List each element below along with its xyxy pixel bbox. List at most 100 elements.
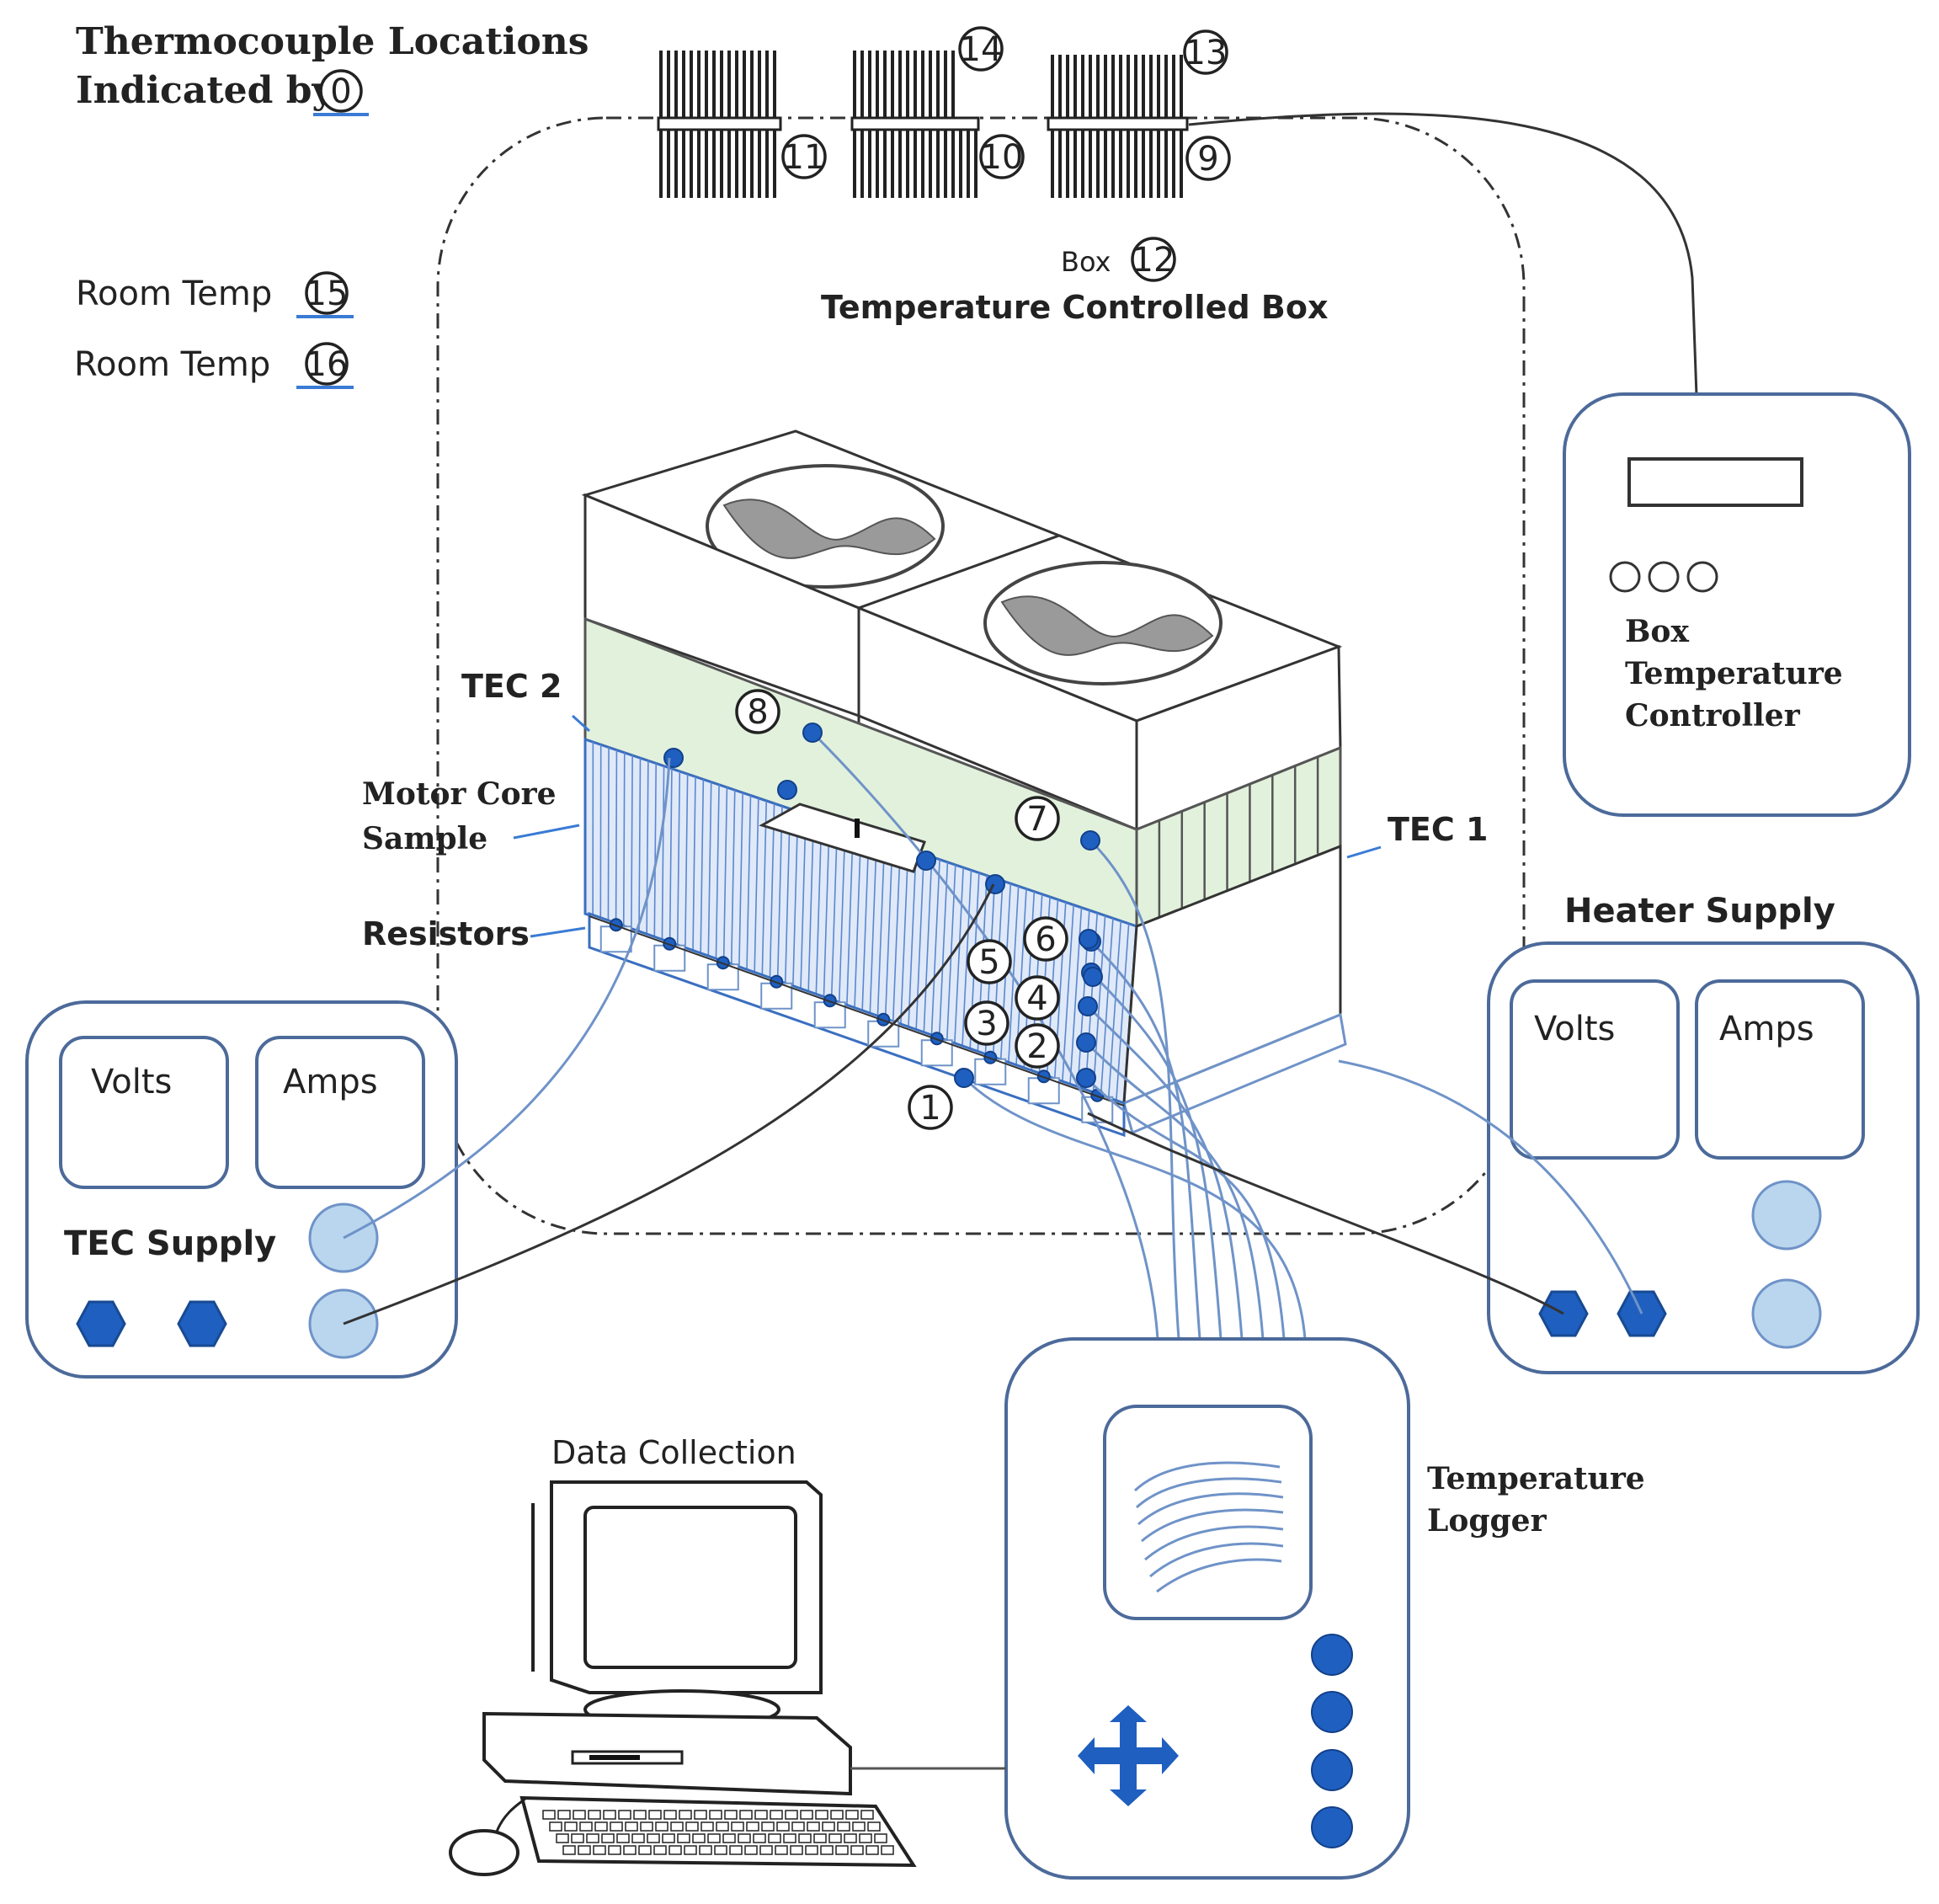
heater-knob-bottom[interactable] bbox=[1751, 1278, 1822, 1349]
tec-motor-assembly bbox=[581, 429, 1347, 1138]
keyboard-key bbox=[860, 1810, 874, 1820]
motor-core-arrow bbox=[513, 824, 580, 840]
temperature-controlled-box-outline bbox=[436, 116, 1526, 1235]
keyboard-key bbox=[601, 1833, 615, 1843]
keyboard-key bbox=[820, 1845, 834, 1855]
lamination-line bbox=[892, 845, 902, 1022]
controller-button[interactable] bbox=[1686, 561, 1718, 593]
logger-button[interactable] bbox=[1311, 1691, 1353, 1733]
lamination-line bbox=[754, 797, 759, 973]
tec-supply: Volts Amps TEC Supply bbox=[25, 1000, 458, 1379]
tec-fins bbox=[1158, 756, 1319, 918]
resistor-wire bbox=[589, 915, 1125, 1107]
mouse[interactable] bbox=[449, 1829, 519, 1876]
temperature-logger: Temperature Logger bbox=[1004, 1337, 1645, 1880]
resistors-label: Resistors bbox=[362, 915, 530, 952]
keyboard-key bbox=[822, 1821, 835, 1832]
logger-button[interactable] bbox=[1311, 1806, 1353, 1848]
heater-wire-2 bbox=[1338, 1059, 1643, 1315]
tc-circle-14 bbox=[958, 26, 1004, 72]
tc-circle-12 bbox=[1131, 237, 1176, 282]
logger-traces bbox=[1133, 1461, 1284, 1593]
keyboard-key bbox=[616, 1833, 630, 1843]
lamination-line bbox=[838, 827, 846, 1004]
keyboard-key bbox=[753, 1833, 766, 1843]
keyboard-key bbox=[844, 1833, 857, 1843]
logger-direction-pad-icon[interactable] bbox=[1078, 1705, 1179, 1806]
logger-button[interactable] bbox=[1311, 1634, 1353, 1676]
keyboard-key bbox=[562, 1845, 576, 1855]
keyboard-key bbox=[684, 1845, 697, 1855]
keyboard-key bbox=[564, 1821, 578, 1832]
heat-sink-plate bbox=[850, 116, 980, 131]
lamination-line bbox=[800, 813, 807, 990]
tc-label-1: 1 bbox=[919, 1089, 940, 1128]
heater-volts-label: Volts bbox=[1534, 1010, 1615, 1048]
tc-label-6: 6 bbox=[1035, 920, 1056, 959]
keyboard[interactable] bbox=[519, 1795, 917, 1868]
lamination-line bbox=[823, 822, 830, 998]
lamination-line bbox=[854, 832, 862, 1009]
resistor bbox=[813, 1001, 846, 1029]
heat-sink-plate bbox=[657, 116, 782, 131]
lamination-line bbox=[1008, 886, 1020, 1063]
room-temp-num: 15 bbox=[306, 275, 349, 313]
tc-label-14: 14 bbox=[960, 30, 1003, 69]
thermocouple-dot bbox=[1083, 967, 1103, 987]
thermocouple-wire bbox=[1084, 1041, 1265, 1340]
tc-label-5: 5 bbox=[978, 943, 999, 982]
controller-button[interactable] bbox=[1609, 561, 1641, 593]
lamination-line bbox=[923, 856, 933, 1033]
legend-marker-circle bbox=[319, 69, 363, 113]
thermocouple-wire bbox=[1089, 839, 1180, 1340]
keyboard-key bbox=[685, 1821, 699, 1832]
logger-button[interactable] bbox=[1311, 1749, 1353, 1791]
tec-terminal[interactable] bbox=[177, 1300, 227, 1347]
controller-label-3: Controller bbox=[1625, 698, 1801, 733]
keyboard-key bbox=[852, 1821, 866, 1832]
controller-button[interactable] bbox=[1648, 561, 1680, 593]
keyboard-key bbox=[669, 1845, 682, 1855]
thermocouple-dots bbox=[663, 723, 1103, 1088]
mouse-cable bbox=[495, 1796, 528, 1832]
lamination-line bbox=[1092, 915, 1106, 1093]
lamination-line bbox=[707, 781, 712, 957]
keyboard-key bbox=[835, 1845, 849, 1855]
computer-label: Data Collection bbox=[551, 1434, 796, 1471]
room-temp-15: Room Temp 15 bbox=[76, 271, 354, 318]
lamination-line bbox=[1107, 920, 1122, 1098]
keyboard-key bbox=[800, 1810, 813, 1820]
lamination-line bbox=[646, 760, 649, 936]
heater-knob-top[interactable] bbox=[1751, 1180, 1822, 1251]
keyboard-key bbox=[754, 1810, 768, 1820]
keyboard-key bbox=[714, 1845, 727, 1855]
keyboard-key bbox=[761, 1821, 775, 1832]
fan-icon bbox=[983, 561, 1223, 685]
thermocouple-dot bbox=[1076, 1068, 1096, 1088]
thermocouple-dot bbox=[1076, 1032, 1096, 1053]
tec-amps-meter bbox=[255, 1036, 425, 1189]
lamination-line bbox=[962, 870, 972, 1047]
fan-icon bbox=[706, 464, 945, 589]
keyboard-key bbox=[578, 1845, 591, 1855]
keyboard-key bbox=[805, 1845, 818, 1855]
lamination-line bbox=[653, 763, 658, 938]
keyboard-key bbox=[631, 1833, 645, 1843]
lamination-line bbox=[622, 752, 626, 928]
lamination-line bbox=[938, 861, 949, 1038]
tec-supply-title: TEC Supply bbox=[64, 1224, 276, 1263]
lamination-line bbox=[631, 755, 633, 931]
lamination-line bbox=[769, 803, 775, 979]
tec-supply-wire-2 bbox=[343, 883, 995, 1325]
tc-circle-9 bbox=[1185, 136, 1231, 181]
keyboard-key bbox=[593, 1845, 606, 1855]
keyboard-key bbox=[776, 1821, 790, 1832]
lamination-line bbox=[954, 867, 964, 1044]
lamination-line bbox=[692, 776, 696, 952]
keyboard-key bbox=[603, 1810, 616, 1820]
thermocouple-wire bbox=[1089, 971, 1223, 1340]
keyboard-key bbox=[625, 1821, 638, 1832]
tc-circle-10 bbox=[979, 134, 1025, 179]
tec-terminal[interactable] bbox=[76, 1300, 126, 1347]
